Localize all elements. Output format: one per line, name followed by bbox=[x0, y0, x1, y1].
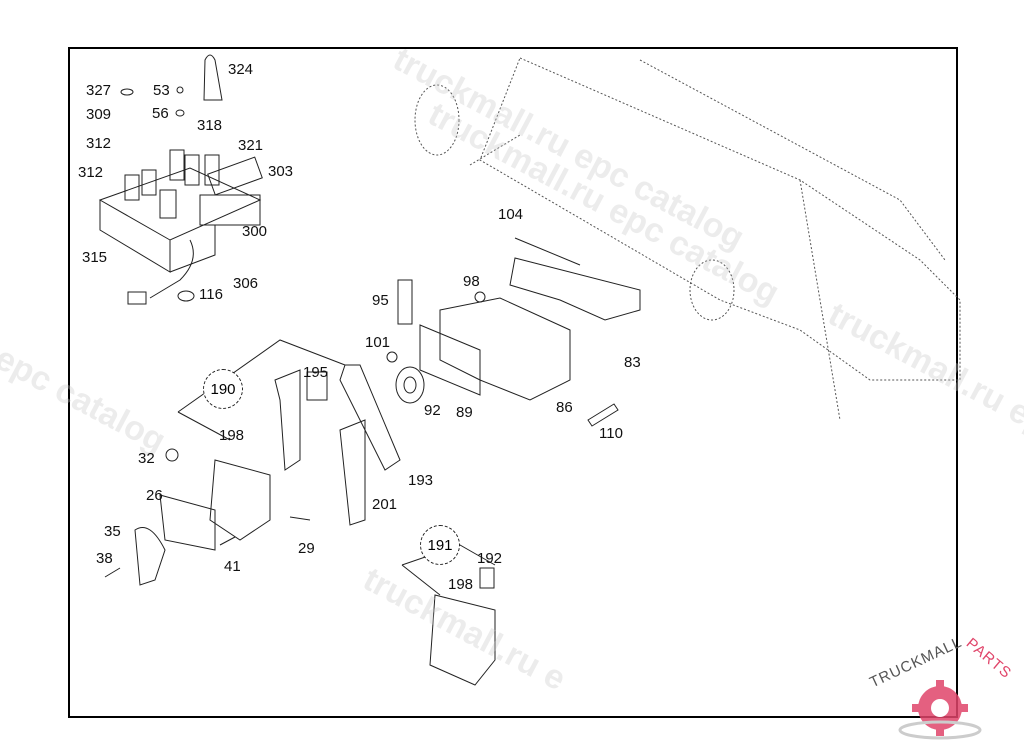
callout-38: 38 bbox=[96, 550, 113, 567]
callout-192: 192 bbox=[477, 550, 503, 567]
callout-86: 86 bbox=[556, 399, 573, 416]
callout-104: 104 bbox=[498, 206, 524, 223]
callout-324: 324 bbox=[228, 61, 254, 78]
callout-315: 315 bbox=[82, 249, 108, 266]
callout-201: 201 bbox=[372, 496, 398, 513]
callout-26: 26 bbox=[146, 487, 163, 504]
bracket-drawing bbox=[386, 237, 641, 427]
callout-116: 116 bbox=[199, 286, 223, 303]
valve-assembly-drawing bbox=[104, 339, 496, 686]
callout-321: 321 bbox=[238, 137, 264, 154]
callout-32: 32 bbox=[138, 450, 155, 467]
callout-303: 303 bbox=[268, 163, 294, 180]
callout-35: 35 bbox=[104, 523, 121, 540]
callout-198: 198 bbox=[219, 427, 245, 444]
callout-318: 318 bbox=[197, 117, 223, 134]
callout-98: 98 bbox=[463, 273, 480, 290]
callout-327: 327 bbox=[86, 82, 112, 99]
diagram-frame bbox=[68, 47, 958, 718]
callout-101: 101 bbox=[365, 334, 391, 351]
callout-89: 89 bbox=[456, 404, 473, 421]
callout-312: 312 bbox=[78, 164, 104, 181]
callout-198: 198 bbox=[448, 576, 474, 593]
callout-29: 29 bbox=[298, 540, 315, 557]
callout-56: 56 bbox=[152, 105, 169, 122]
callout-300: 300 bbox=[242, 223, 268, 240]
assembly-callout-191: 191 bbox=[420, 525, 460, 565]
callout-92: 92 bbox=[424, 402, 441, 419]
relay-block-drawing bbox=[98, 54, 263, 305]
callout-312: 312 bbox=[86, 135, 112, 152]
callout-41: 41 bbox=[224, 558, 241, 575]
callout-83: 83 bbox=[624, 354, 641, 371]
gear-icon bbox=[898, 680, 982, 740]
callout-195: 195 bbox=[303, 364, 329, 381]
callout-193: 193 bbox=[408, 472, 434, 489]
callout-53: 53 bbox=[153, 82, 170, 99]
callout-110: 110 bbox=[599, 425, 623, 442]
callout-306: 306 bbox=[233, 275, 259, 292]
callout-309: 309 bbox=[86, 106, 112, 123]
callout-95: 95 bbox=[372, 292, 389, 309]
truckmall-parts-logo: TRUCKMALL PARTS bbox=[862, 634, 1022, 748]
assembly-callout-190: 190 bbox=[203, 369, 243, 409]
truck-outline bbox=[414, 57, 961, 421]
